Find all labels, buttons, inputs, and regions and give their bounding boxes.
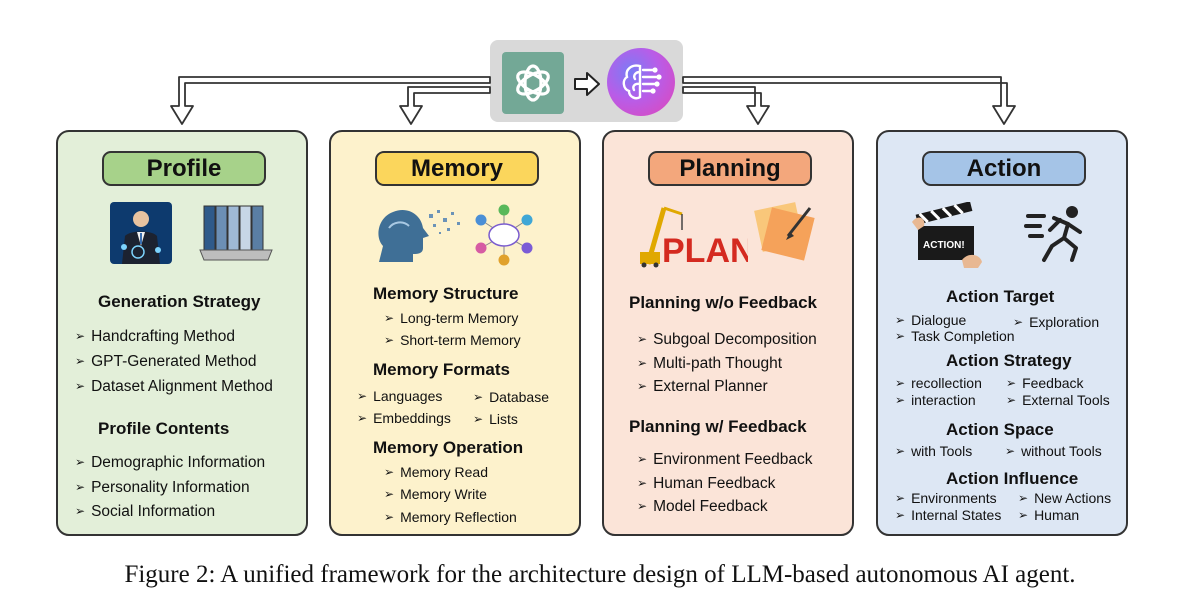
- list-item: ➢External Planner: [637, 378, 768, 395]
- profile-contents-heading: Profile Contents: [98, 419, 230, 438]
- arrow-to-memory: [399, 86, 491, 125]
- list-item: ➢Memory Read: [384, 464, 488, 480]
- sticky-notes-icon: [754, 202, 815, 261]
- generation-strategy-heading: Generation Strategy: [98, 292, 261, 311]
- action-space-heading: Action Space: [946, 420, 1054, 439]
- list-item: ➢Environment Feedback: [637, 451, 813, 468]
- arrow-to-planning: [682, 86, 770, 125]
- planning-with-feedback-heading: Planning w/ Feedback: [629, 417, 807, 436]
- crane-plan-icon: PLAN: [640, 206, 748, 268]
- list-item: ➢Dataset Alignment Method: [75, 378, 273, 395]
- memory-operation-heading: Memory Operation: [373, 438, 524, 457]
- list-item: ➢Internal States: [895, 507, 1002, 523]
- planning-title: Planning: [648, 151, 812, 186]
- list-item: ➢Database: [473, 389, 549, 405]
- clapperboard-icon: ACTION!: [912, 202, 982, 268]
- action-strategy-heading: Action Strategy: [946, 351, 1072, 370]
- list-item: ➢External Tools: [1006, 392, 1110, 408]
- planning-without-feedback-heading: Planning w/o Feedback: [629, 293, 817, 312]
- list-item: ➢Task Completion: [895, 328, 1015, 344]
- list-item: ➢Short-term Memory: [384, 332, 521, 348]
- list-item: ➢Multi-path Thought: [637, 355, 783, 372]
- planning-panel: Planning PLAN Planning w/o Feedback ➢Sub…: [602, 130, 854, 536]
- memory-structure-heading: Memory Structure: [373, 284, 519, 303]
- list-item: ➢Environments: [895, 490, 997, 506]
- list-item: ➢GPT-Generated Method: [75, 353, 257, 370]
- list-item: ➢Lists: [473, 411, 518, 427]
- action-panel: Action ACTION! Action Target ➢Dialogue ➢…: [876, 130, 1128, 536]
- arrow-to-action: [682, 76, 1016, 125]
- profile-panel: Profile Generation Strategy ➢Handcraftin…: [56, 130, 308, 536]
- list-item: ➢New Actions: [1018, 490, 1112, 506]
- list-item: ➢Long-term Memory: [384, 310, 519, 326]
- profile-title: Profile: [102, 151, 266, 186]
- arrow-to-profile: [170, 76, 491, 125]
- list-item: ➢Embeddings: [357, 410, 451, 426]
- list-item: ➢Memory Reflection: [384, 509, 517, 525]
- ai-brain-icon: [607, 48, 675, 116]
- figure-caption: Figure 2: A unified framework for the ar…: [124, 561, 1076, 588]
- action-influence-heading: Action Influence: [946, 469, 1079, 488]
- running-person-icon: [1024, 206, 1082, 262]
- memory-formats-heading: Memory Formats: [373, 360, 510, 379]
- binders-laptop-icon: [199, 205, 273, 261]
- list-item: ➢Human Feedback: [637, 475, 776, 492]
- list-item: ➢Model Feedback: [637, 498, 768, 515]
- list-item: ➢without Tools: [1005, 443, 1102, 459]
- list-item: ➢Languages: [357, 388, 443, 404]
- clapper-text: ACTION!: [923, 240, 965, 251]
- openai-logo-icon: [502, 52, 564, 114]
- arrow-right-icon: [574, 72, 600, 96]
- list-item: ➢with Tools: [895, 443, 973, 459]
- list-item: ➢Personality Information: [75, 479, 250, 496]
- brain-particles-icon: [378, 209, 460, 262]
- memory-panel: Memory Memory Structure ➢Long-term Memor…: [329, 130, 581, 536]
- list-item: ➢Dialogue: [895, 312, 967, 328]
- list-item: ➢Social Information: [75, 503, 216, 520]
- list-item: ➢interaction: [895, 392, 976, 408]
- list-item: ➢Handcrafting Method: [75, 328, 235, 345]
- list-item: ➢Memory Write: [384, 486, 487, 502]
- list-item: ➢recollection: [895, 375, 982, 391]
- list-item: ➢Feedback: [1006, 375, 1084, 391]
- businessman-icon: [110, 202, 172, 264]
- list-item: ➢Human: [1018, 507, 1080, 523]
- memory-title: Memory: [375, 151, 539, 186]
- connector-arrows: [170, 76, 1016, 125]
- list-item: ➢Subgoal Decomposition: [637, 331, 817, 348]
- list-item: ➢Exploration: [1013, 314, 1100, 330]
- action-target-heading: Action Target: [946, 287, 1055, 306]
- action-title: Action: [922, 151, 1086, 186]
- memory-types-icon: [475, 204, 533, 266]
- list-item: ➢Demographic Information: [75, 454, 266, 471]
- plan-word: PLAN: [662, 232, 748, 268]
